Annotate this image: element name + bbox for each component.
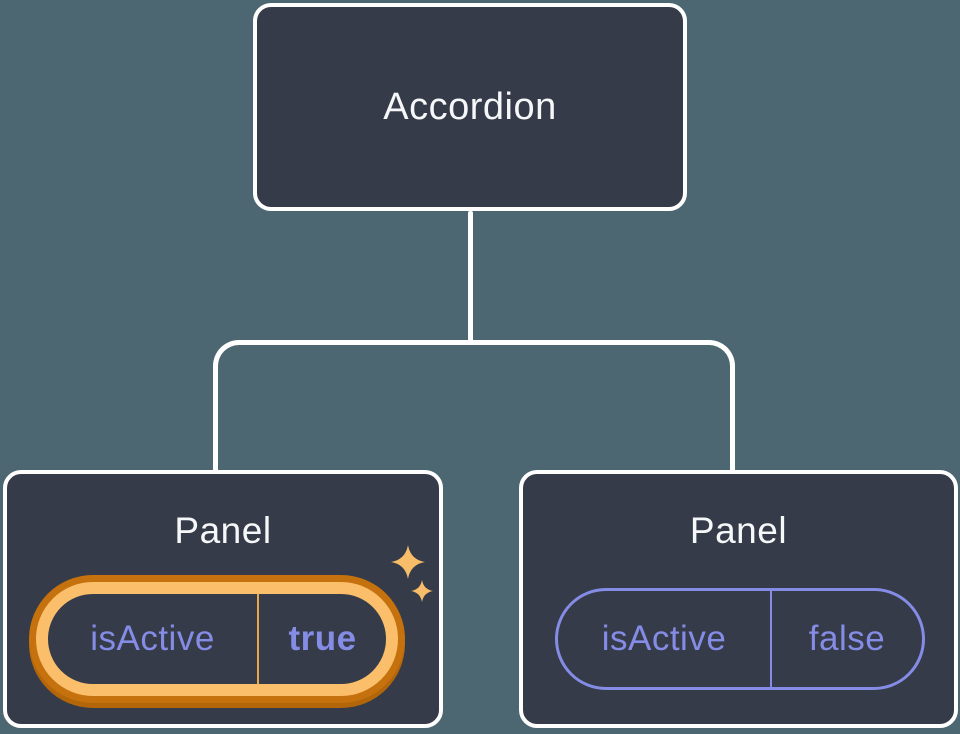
accordion-node-label: Accordion: [383, 85, 557, 128]
state-prop-name: isActive: [48, 594, 259, 684]
sparkle-icon: [411, 580, 433, 602]
accordion-node: Accordion: [253, 3, 687, 211]
state-prop-value: false: [808, 619, 886, 658]
state-pill-inactive: isActive false: [555, 588, 925, 690]
connector-bracket: [213, 340, 735, 470]
sparkle-icon: [391, 545, 425, 579]
state-prop-value: true: [288, 619, 357, 658]
state-pill-active: isActive true: [36, 582, 398, 696]
panel-node-label: Panel: [174, 510, 272, 551]
state-prop-name: isActive: [558, 591, 772, 687]
panel-node-inactive: Panel isActive false: [519, 470, 958, 728]
panel-node-active: Panel isActive true: [3, 470, 443, 728]
panel-node-label: Panel: [689, 510, 788, 551]
connector-stem: [468, 211, 473, 344]
